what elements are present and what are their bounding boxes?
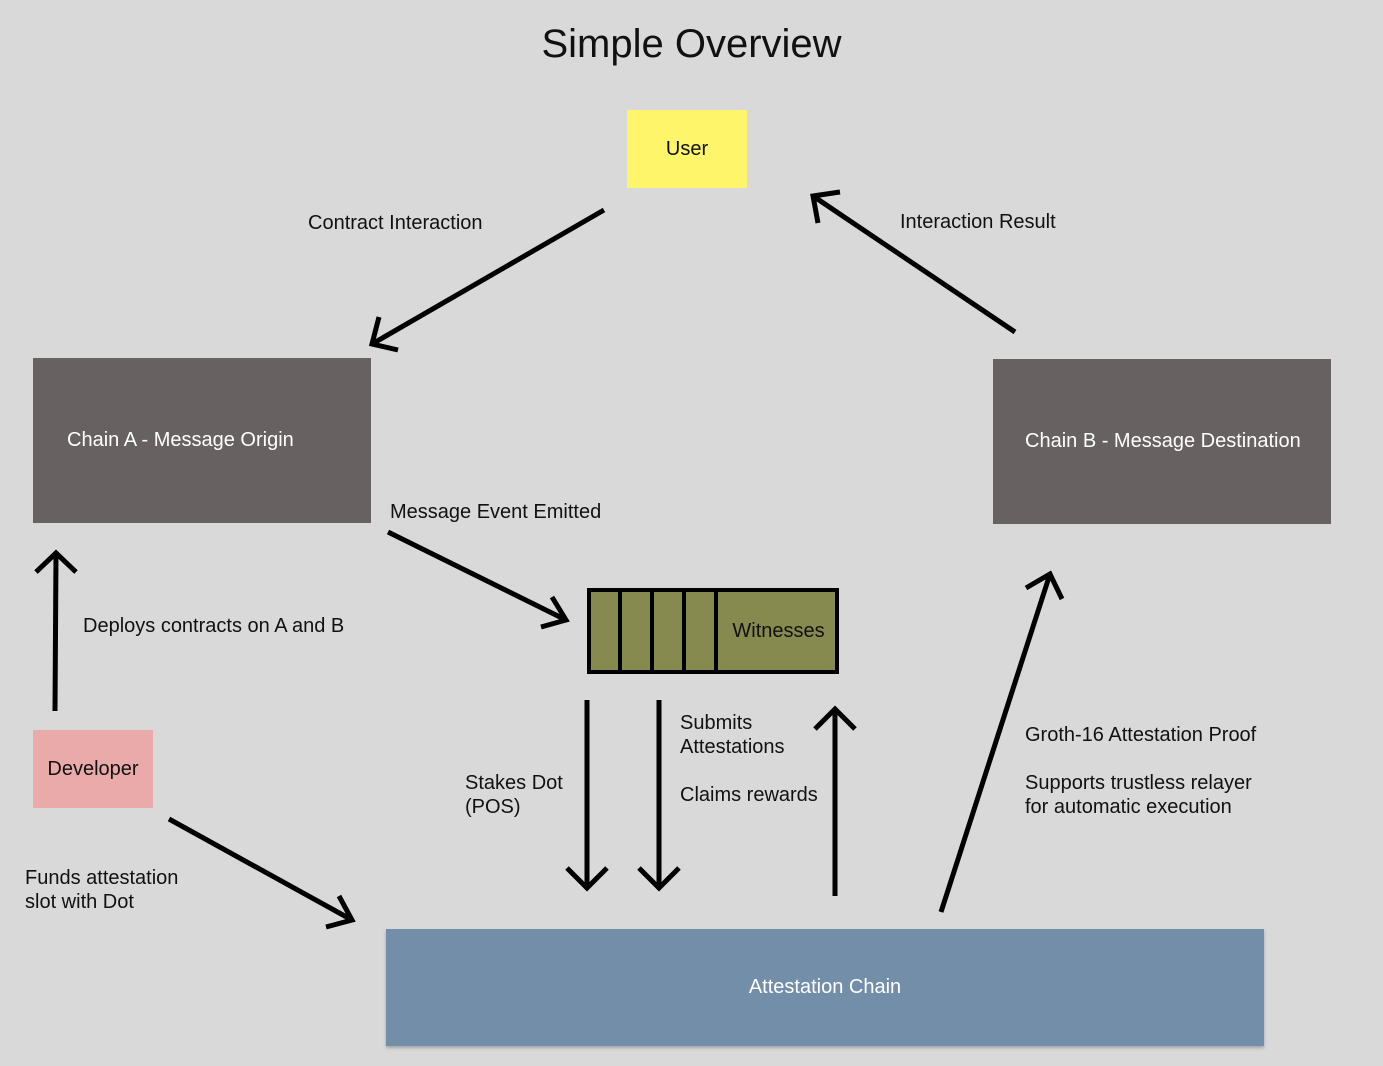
deploys-contracts-arrow — [34, 549, 78, 712]
developer-node[interactable]: Developer — [33, 730, 153, 808]
funds-attestation-label-line1: Funds attestation — [25, 867, 179, 889]
submits-attestations-label-line2: Attestations — [680, 736, 785, 758]
chain-a-node[interactable]: Chain A - Message Origin — [33, 358, 371, 523]
interaction-result-arrow — [810, 189, 1017, 335]
user-node-label: User — [665, 137, 709, 160]
chain-b-node[interactable]: Chain B - Message Destination — [993, 359, 1331, 524]
submits-attestations-label-line1: Submits — [680, 712, 753, 734]
groth-proof-label: Groth-16 Attestation Proof — [1025, 724, 1257, 746]
developer-label: Developer — [47, 757, 139, 780]
user-node[interactable]: User — [627, 110, 747, 188]
funds-attestation-label-line2: slot with Dot — [25, 891, 134, 913]
stakes-dot-label-line2: (POS) — [465, 796, 521, 818]
claims-rewards-arrow — [813, 705, 857, 896]
stakes-dot-arrow — [565, 700, 609, 892]
contract-interaction-label: Contract Interaction — [308, 212, 483, 234]
interaction-result-label: Interaction Result — [900, 211, 1056, 233]
witnesses-node[interactable] — [587, 588, 839, 674]
funds-attestation-arrow — [167, 816, 356, 930]
witnesses-label: Witnesses — [732, 619, 825, 642]
chain-b-label: Chain B - Message Destination — [1025, 430, 1301, 452]
deploys-contracts-label: Deploys contracts on A and B — [83, 615, 345, 637]
contract-interaction-arrow — [368, 207, 606, 353]
relayer-label-line2: for automatic execution — [1025, 796, 1232, 818]
relayer-label-line1: Supports trustless relayer — [1025, 772, 1252, 794]
chain-a-label: Chain A - Message Origin — [67, 429, 294, 451]
attestation-chain-label: Attestation Chain — [748, 976, 902, 998]
diagram-title: Simple Overview — [541, 22, 842, 66]
message-event-arrow — [386, 529, 570, 630]
groth-proof-arrow — [938, 570, 1065, 913]
message-event-label: Message Event Emitted — [390, 501, 602, 523]
stakes-dot-label-line1: Stakes Dot — [465, 772, 563, 794]
claims-rewards-label: Claims rewards — [680, 784, 818, 806]
submits-attestations-arrow — [637, 700, 681, 892]
attestation-chain-node[interactable]: Attestation Chain — [386, 929, 1264, 1046]
